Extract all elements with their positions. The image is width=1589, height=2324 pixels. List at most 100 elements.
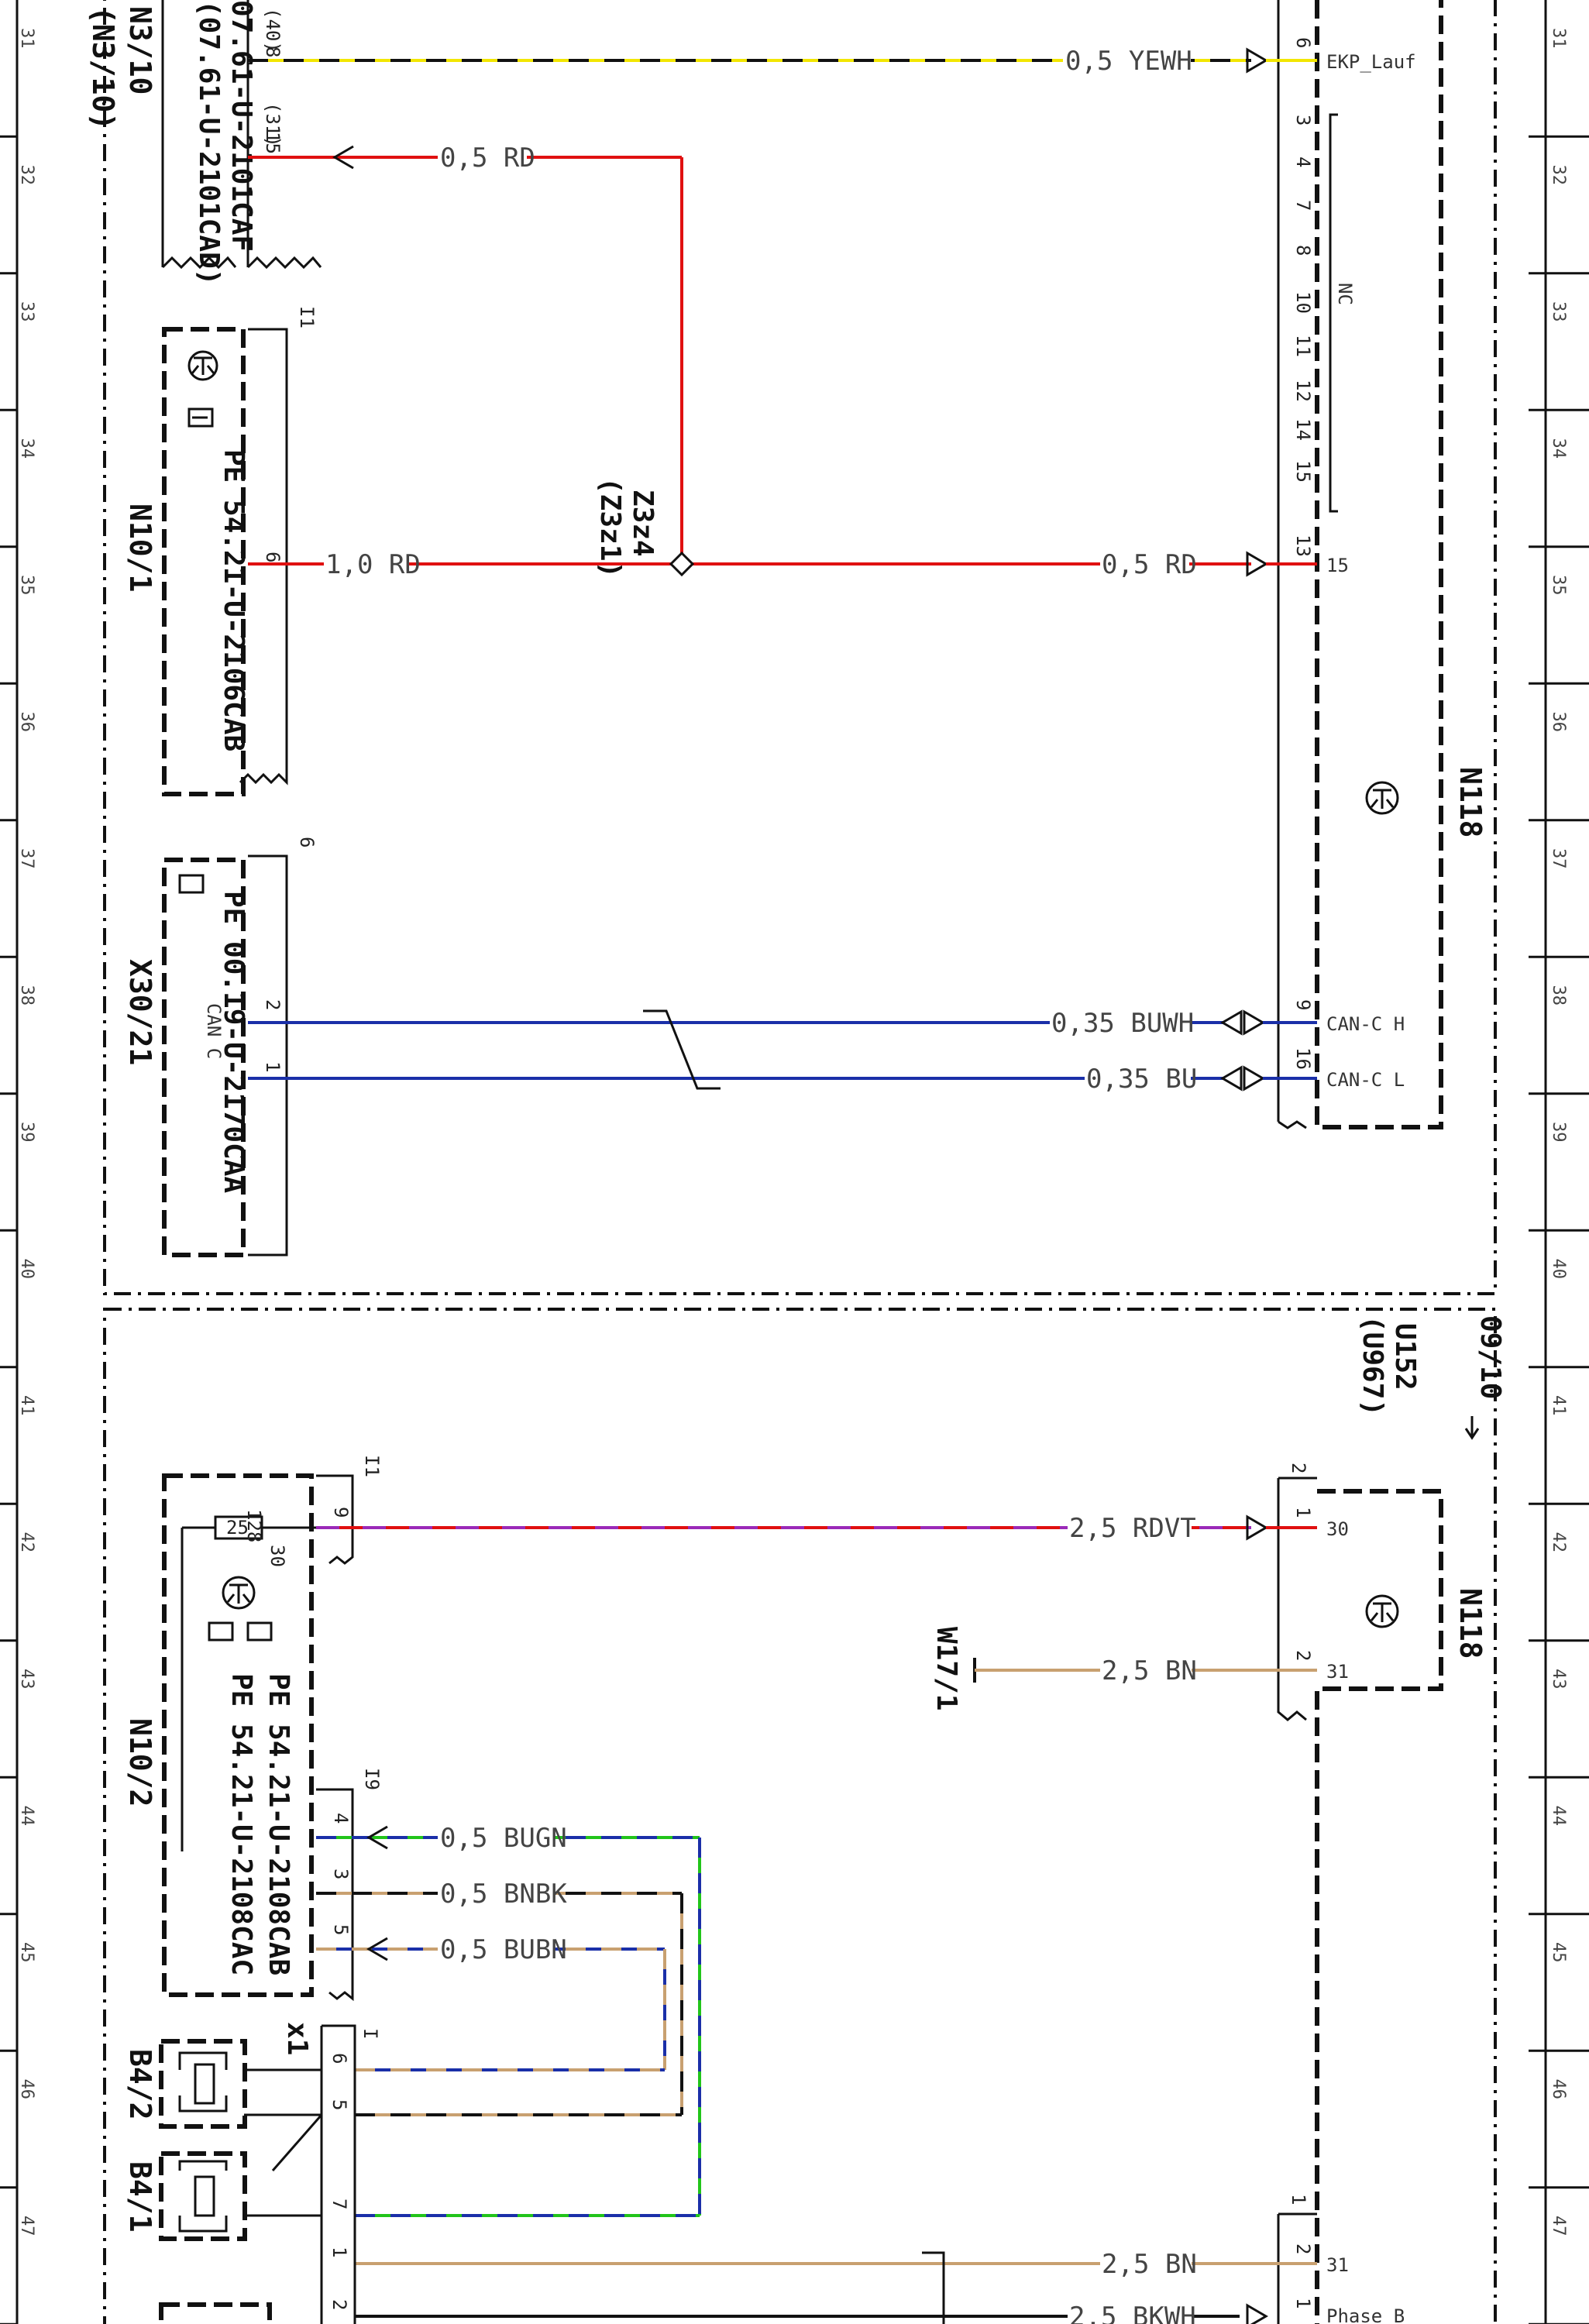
wire-rd-15-arrow-icon: [332, 145, 354, 170]
n118-nc-pin: 14: [1292, 418, 1314, 441]
ruler-number: 37: [1549, 848, 1568, 869]
b4-2-label: B4/2: [123, 2049, 157, 2120]
wire-label-bu: 0,35 BU: [1086, 1064, 1197, 1095]
n118-bottom-pin-edge: [1277, 1477, 1317, 1721]
ruler-number: 40: [1549, 1259, 1568, 1280]
n10-1-label: N10/1: [123, 504, 157, 592]
x1-connector: x1 I 6 5 7 1 2: [244, 2022, 381, 2324]
n10-2-upper-pin-edge: [316, 1474, 354, 1565]
sensor-b4-2: B4/2: [123, 2039, 247, 2129]
n3-10-module: N3/10 (N3/10) 07.61-U-2101CAF (07.61-U-2…: [86, 0, 322, 285]
b4-1-box: [159, 2151, 247, 2241]
signal-ekp-lauf: EKP_Lauf: [1326, 51, 1416, 73]
ruler-number: 45: [17, 1942, 36, 1963]
n118-top-transistor-icon: [1365, 781, 1399, 815]
ruler-number: 33: [1549, 301, 1568, 322]
label-bg: [1100, 548, 1189, 579]
n118-lower-pin-1: 1: [1292, 2298, 1314, 2309]
x1-body: [320, 2024, 356, 2324]
n3-10-label-alt: (N3/10): [86, 6, 120, 130]
wire-label-yewh: 0,5 YEWH: [1065, 46, 1192, 77]
n118-bottom-transistor-icon: [1365, 1594, 1399, 1628]
can-h-bidirectional-arrow-icon: [1220, 1009, 1265, 1036]
ruler-number: 31: [17, 28, 36, 49]
splice-diamond-icon: [669, 551, 695, 577]
wire-yewh-arrow-icon: [1246, 47, 1268, 74]
bottom-wire-labels: 2,5 RDVT 2,5 BN 0,5 BUGN 0,5 BNBK 0,5 BU…: [438, 1512, 1197, 2324]
lower-module-box: [159, 2302, 272, 2324]
x30-21-group: 6: [296, 837, 318, 847]
x1-label: x1: [281, 2022, 313, 2055]
n118-bottom-group-1: 1: [1288, 2194, 1309, 2205]
n10-1-box: [162, 327, 246, 796]
page-ref: 09/10: [1474, 1315, 1506, 1399]
ruler-number: 38: [17, 985, 36, 1006]
n3-10-label: N3/10: [123, 6, 157, 95]
n10-2-group-i1: I1: [361, 1455, 383, 1477]
signal-15: 15: [1326, 555, 1349, 576]
n118-bottom-label: N118: [1453, 1588, 1488, 1659]
x30-21-ref: PE 00.19-U-2170CAA: [218, 891, 249, 1193]
ruler-number: 34: [1549, 438, 1568, 459]
n10-2-lower-pin-edge: [316, 1788, 354, 2002]
label-bg: [1085, 1063, 1191, 1094]
n10-1-pin-edge: [239, 328, 288, 786]
pin-x30-1: 1: [262, 1061, 284, 1072]
ruler-number: 42: [1549, 1532, 1568, 1553]
n10-2-box: [162, 1473, 314, 1997]
b4-1-label: B4/1: [123, 2161, 157, 2233]
n118-pin-13: 13: [1292, 535, 1314, 557]
wire-bugn-arrow-icon: [366, 1825, 388, 1850]
signal-can-c-l: CAN-C L: [1326, 1069, 1405, 1091]
x1-group: I: [359, 2028, 381, 2039]
ruler-number: 31: [1549, 28, 1568, 49]
label-bg: [1100, 2248, 1192, 2279]
x30-21-bus-label: CAN C: [203, 1003, 225, 1059]
n3-10-pin-edge: [246, 0, 322, 270]
ruler-number: 36: [1549, 712, 1568, 733]
can-l-bidirectional-arrow-icon: [1220, 1065, 1265, 1092]
b4-2-leads: [178, 2051, 228, 2113]
label-bg: [438, 1822, 554, 1853]
n118-nc-pin: 10: [1292, 291, 1314, 314]
n118-nc-pin: 3: [1292, 115, 1314, 125]
n118-bottom-box: [1315, 1489, 1443, 2324]
pin-x30-2: 2: [262, 999, 284, 1010]
ruler-number: 38: [1549, 985, 1568, 1006]
pin-15-alt: (31): [262, 102, 284, 147]
wire-label-bugn: 0,5 BUGN: [440, 1823, 567, 1854]
wire-label-bn-w17: 2,5 BN: [1102, 1655, 1197, 1686]
wire-label-bn-x1: 2,5 BN: [1102, 2249, 1197, 2280]
top-pins: 8 (40) 15 (31) 6 2 1 6 13 9 16 347810111…: [262, 8, 1416, 1091]
pin-15: 15: [262, 132, 284, 154]
nc-bracket: [1329, 113, 1338, 513]
n10-2-module: I1 I9 N10/2 PE 54.21-U-2108CAB PE 54.21-…: [123, 1455, 383, 2002]
ruler-number: 39: [17, 1122, 36, 1143]
sensor-b4-1: B4/1: [123, 2151, 247, 2241]
ruler-number: 41: [17, 1395, 36, 1416]
ruler-number: 44: [17, 1806, 36, 1827]
n3-10-part-number: 07.61-U-2101CAF: [225, 0, 257, 252]
n118-top-label: N118: [1453, 767, 1488, 838]
b4-1-leads: [178, 2160, 228, 2233]
pin-8-alt: (40): [262, 8, 284, 53]
label-bg: [438, 142, 527, 173]
n118-nc-pin: 7: [1292, 200, 1314, 211]
n118-nc-pin: 12: [1292, 380, 1314, 402]
fuse-pin-128: 128: [243, 1509, 265, 1542]
fuse-pin-30: 30: [267, 1545, 288, 1567]
n10-2-label: N10/2: [123, 1718, 157, 1807]
bottom-wires: [316, 1514, 1317, 2324]
n118-top-break-mark: [1278, 1120, 1307, 1129]
n10-2-ref-1: PE 54.21-U-2108CAB: [263, 1673, 294, 1975]
signal-31-lower: 31: [1326, 2254, 1349, 2276]
wire-label-rd-15: 0,5 RD: [440, 143, 535, 174]
n118-bottom-module: 2 N118 1: [1277, 1463, 1488, 2324]
ruler-number: 37: [17, 848, 36, 869]
top-section-frame: [103, 0, 1497, 1295]
ruler-number: 32: [1549, 165, 1568, 186]
x30-21-label: X30/21: [123, 959, 157, 1065]
label-bg: [324, 548, 409, 579]
signal-phase-b: Phase B: [1326, 2305, 1405, 2324]
